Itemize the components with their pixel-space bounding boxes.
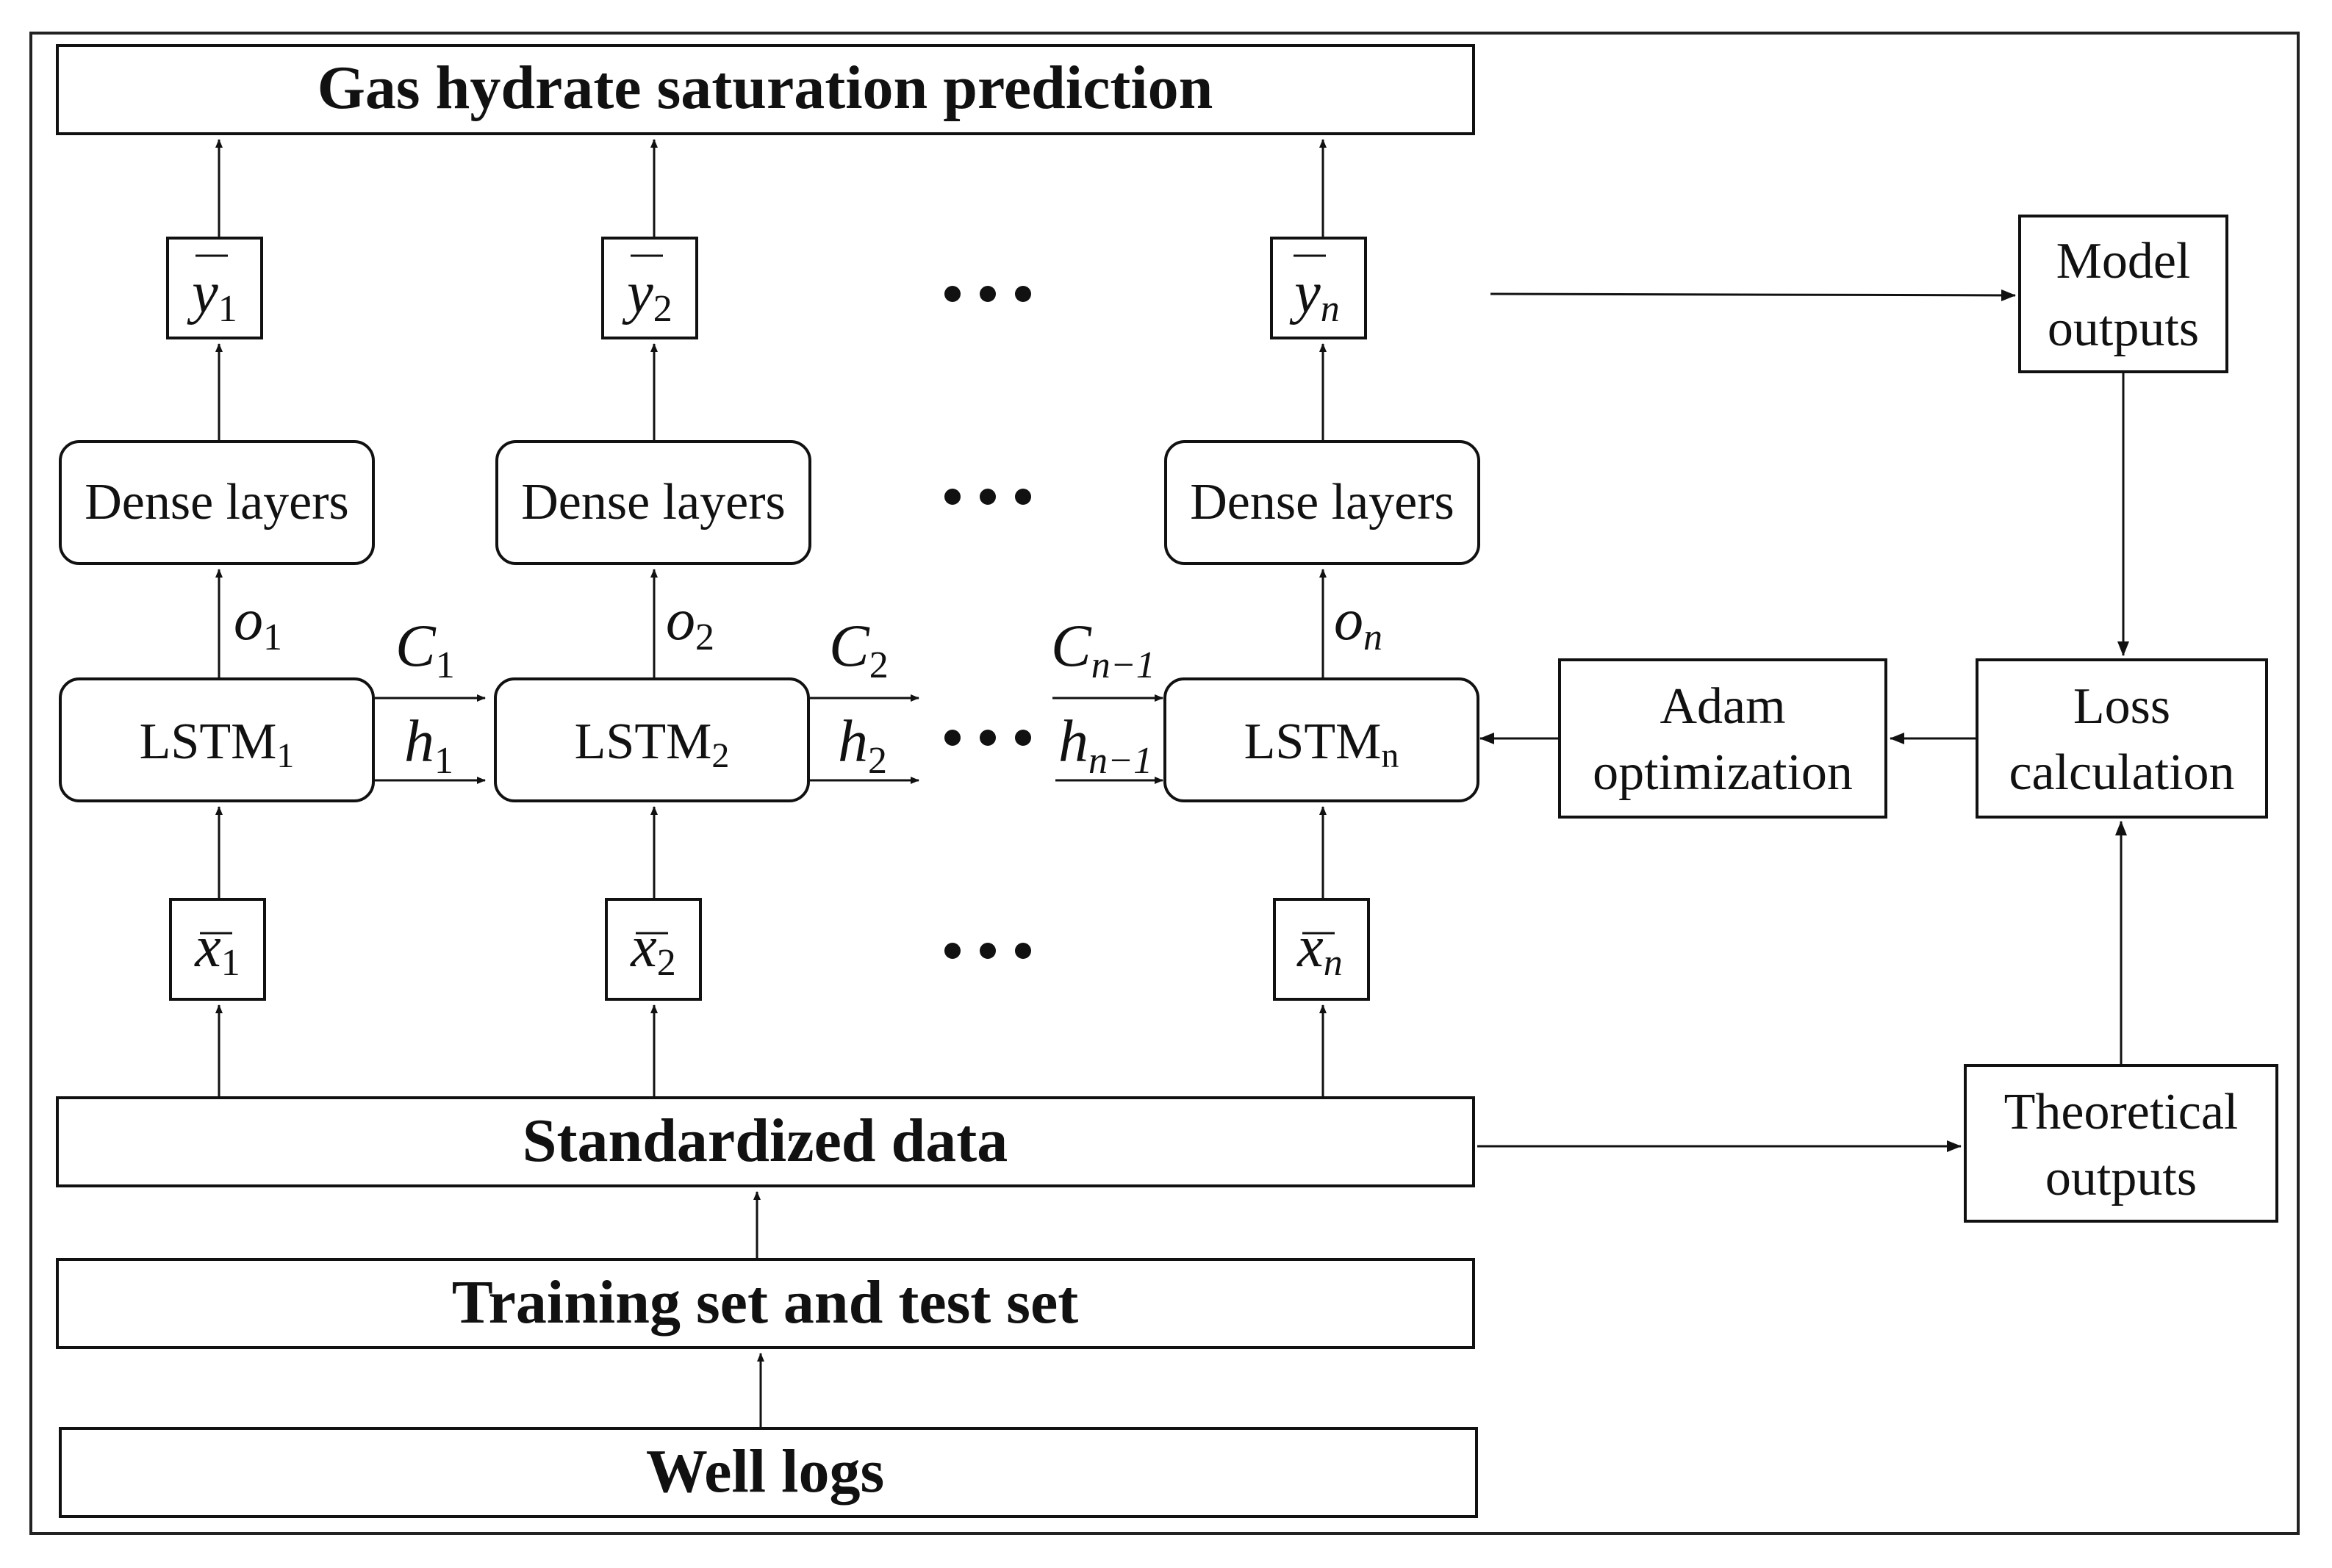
dense-layers-n-text: Dense layers xyxy=(1190,474,1454,531)
adam-line2: optimization xyxy=(1593,744,1853,801)
xn-label: xn xyxy=(1296,915,1343,984)
column-n: yn Dense layers LSTMn xn on xyxy=(1163,139,1480,1096)
column-1: y1 Dense layers LSTM1 x1 o1 xyxy=(59,139,375,1096)
lstm-n-text: LSTMn xyxy=(1244,713,1399,775)
arrow-yn-to-model-outputs xyxy=(1490,289,2016,301)
lstm-1-box xyxy=(59,677,375,802)
model-outputs-line2: outputs xyxy=(2048,301,2199,357)
x2-box xyxy=(605,898,702,1001)
theoretical-line1: Theoretical xyxy=(2004,1084,2239,1140)
ellipsis-row-dense xyxy=(944,489,1031,505)
title-text: Gas hydrate saturation prediction xyxy=(317,54,1213,122)
well-logs-box: Well logs xyxy=(59,1427,1478,1518)
theoretical-line2: outputs xyxy=(2045,1150,2197,1206)
loss-calc-line1: Loss xyxy=(2073,678,2170,735)
adam-optimization-box: Adam optimization xyxy=(1558,658,1887,819)
on-label: on xyxy=(1334,588,1382,658)
outer-frame xyxy=(29,32,2300,1535)
adam-line1: Adam xyxy=(1660,678,1785,735)
model-outputs-box: Model outputs xyxy=(2018,215,2228,373)
dense-layers-n-box xyxy=(1164,440,1480,565)
c1-label: C1 xyxy=(395,612,455,686)
well-logs-text: Well logs xyxy=(646,1437,884,1506)
lstm-1-text: LSTM1 xyxy=(140,713,295,775)
loss-calc-line2: calculation xyxy=(2009,744,2234,801)
training-test-box: Training set and test set xyxy=(56,1258,1475,1349)
model-outputs-line1: Model xyxy=(2056,233,2191,289)
standardized-data-text: Standardized data xyxy=(523,1107,1008,1175)
ellipsis-row-y xyxy=(944,286,1031,302)
o1-label: o1 xyxy=(234,588,282,658)
x1-box xyxy=(169,898,266,1001)
h1-label: h1 xyxy=(404,708,453,782)
column-2: y2 Dense layers LSTM2 x2 o2 xyxy=(494,139,811,1096)
xn-box xyxy=(1273,898,1370,1001)
state-arrows: C1 h1 C2 h2 Cn−1 hn−1 xyxy=(375,612,1163,784)
dense-layers-2-text: Dense layers xyxy=(521,474,786,531)
y2-label: y2 xyxy=(622,261,672,330)
dense-layers-1-text: Dense layers xyxy=(85,474,349,531)
lstm-2-text: LSTM2 xyxy=(575,713,730,775)
lstm-2-box xyxy=(494,677,810,802)
lstm-n-box xyxy=(1163,677,1479,802)
loss-calculation-box: Loss calculation xyxy=(1976,658,2268,819)
theoretical-outputs-box: Theoretical outputs xyxy=(1964,1064,2278,1223)
dense-layers-1-box xyxy=(59,440,375,565)
yn-label: yn xyxy=(1289,261,1340,330)
h2-label: h2 xyxy=(838,708,887,782)
ellipsis-row-x xyxy=(944,943,1031,959)
title-box: Gas hydrate saturation prediction xyxy=(56,44,1475,135)
standardized-data-box: Standardized data xyxy=(56,1096,1475,1187)
training-test-text: Training set and test set xyxy=(452,1268,1078,1337)
x1-label: x1 xyxy=(194,915,240,984)
y1-label: y1 xyxy=(187,261,237,330)
ellipsis-row-lstm xyxy=(944,730,1031,746)
x2-label: x2 xyxy=(630,915,676,984)
hn-1-label: hn−1 xyxy=(1058,708,1152,782)
o2-label: o2 xyxy=(666,588,714,658)
c2-label: C2 xyxy=(829,612,889,686)
cn-1-label: Cn−1 xyxy=(1051,612,1155,686)
dense-layers-2-box xyxy=(495,440,811,565)
